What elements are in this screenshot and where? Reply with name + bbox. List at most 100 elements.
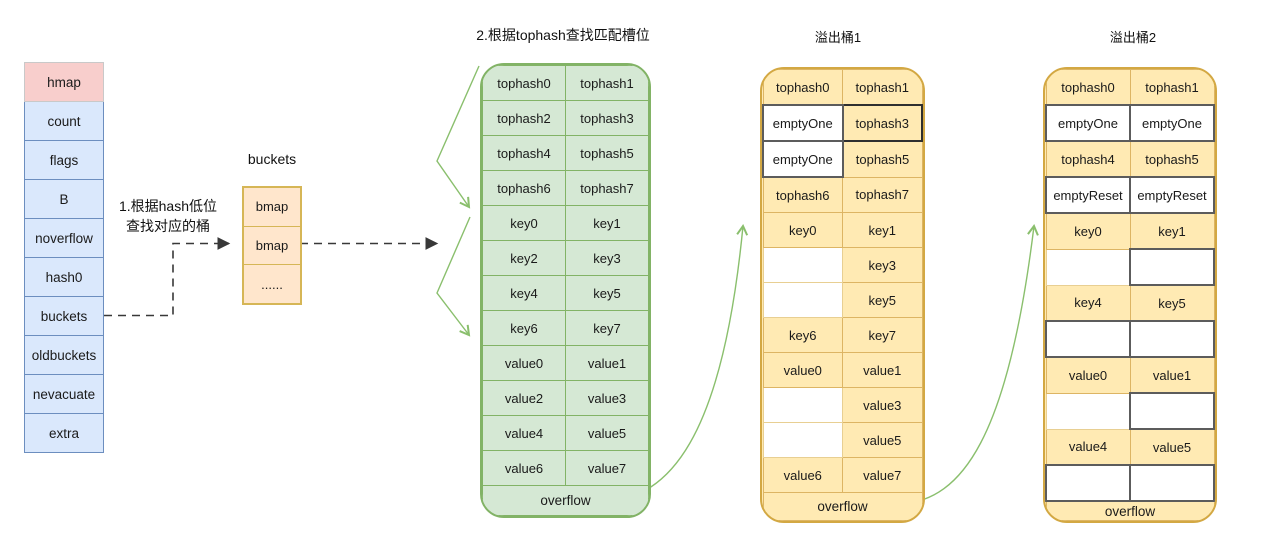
cell-B: B <box>24 179 104 219</box>
bucket-row: key5 <box>762 282 923 318</box>
cell-nevacuate: nevacuate <box>24 374 104 414</box>
cell-emptyOne: emptyOne <box>762 104 844 142</box>
step1-line1: 1.根据hash低位 <box>118 198 218 214</box>
cell-value1: value1 <box>1129 356 1215 394</box>
cell-key3: key3 <box>565 240 649 276</box>
bucket-row: bmap <box>243 187 301 227</box>
overflow-bucket1-title: 溢出桶1 <box>814 30 862 45</box>
cell-buckets: buckets <box>24 296 104 336</box>
cell-empty-slot <box>762 387 843 423</box>
cell-hash0: hash0 <box>24 257 104 297</box>
cell-tophash4: tophash4 <box>482 135 566 171</box>
bucket-row: oldbuckets <box>24 335 104 375</box>
cell-tophash2: tophash2 <box>482 100 566 136</box>
cell-value3: value3 <box>842 387 923 423</box>
cell-value5: value5 <box>842 422 923 458</box>
cell-tophash0: tophash0 <box>482 65 566 101</box>
cell-empty-slot <box>1045 392 1131 430</box>
bucket-row: count <box>24 101 104 141</box>
bucket-row <box>1045 248 1215 286</box>
cell-value4: value4 <box>482 415 566 451</box>
step1-annotation: 1.根据hash低位 查找对应的桶 <box>104 196 232 236</box>
cell-empty-slot <box>1129 392 1215 430</box>
bucket-row: overflow <box>1045 500 1215 521</box>
cell-value7: value7 <box>565 450 649 486</box>
bucket-row: ...... <box>243 264 301 304</box>
cell-overflow: overflow <box>1045 500 1215 521</box>
cell-empty-slot <box>1129 464 1215 502</box>
cell-value0: value0 <box>482 345 566 381</box>
bucket-row <box>1045 392 1215 430</box>
bucket-row: extra <box>24 413 104 453</box>
cell-value2: value2 <box>482 380 566 416</box>
bucket-row <box>1045 320 1215 358</box>
cell-key6: key6 <box>762 317 843 353</box>
cell-tophash1: tophash1 <box>565 65 649 101</box>
cell-empty-slot <box>762 422 843 458</box>
cell-value6: value6 <box>482 450 566 486</box>
cell-emptyReset: emptyReset <box>1045 176 1131 214</box>
cell-emptyReset: emptyReset <box>1129 176 1215 214</box>
cell-tophash5: tophash5 <box>1129 140 1215 178</box>
cell-value6: value6 <box>762 457 843 493</box>
cell-bmap: bmap <box>243 187 301 227</box>
bucket-row <box>1045 464 1215 502</box>
cell-key1: key1 <box>565 205 649 241</box>
cell-key5: key5 <box>1129 284 1215 322</box>
cell-bmap: bmap <box>243 225 301 266</box>
cell-tophash6: tophash6 <box>762 176 843 213</box>
cell-value1: value1 <box>565 345 649 381</box>
cell-......: ...... <box>243 264 301 304</box>
cell-key4: key4 <box>482 275 566 311</box>
cell-overflow: overflow <box>482 485 649 516</box>
cell-tophash4: tophash4 <box>1045 140 1131 178</box>
cell-extra: extra <box>24 413 104 453</box>
cell-flags: flags <box>24 140 104 180</box>
cell-tophash5: tophash5 <box>565 135 649 171</box>
bucket-row: B <box>24 179 104 219</box>
cell-key1: key1 <box>842 212 923 248</box>
step1-line2: 查找对应的桶 <box>126 218 210 234</box>
bucket-row: hmap <box>24 62 104 102</box>
cell-key1: key1 <box>1129 212 1215 250</box>
bucket-row: buckets <box>24 296 104 336</box>
bucket-row: value5 <box>762 422 923 458</box>
cell-empty-slot <box>1045 320 1131 358</box>
bucket-row: key3 <box>762 247 923 283</box>
cell-hmap: hmap <box>24 62 104 102</box>
cell-key5: key5 <box>565 275 649 311</box>
cell-emptyOne: emptyOne <box>762 140 844 178</box>
green-arrow-tophash-to-key <box>436 65 480 209</box>
cell-key4: key4 <box>1045 284 1131 322</box>
bucket-row: hash0 <box>24 257 104 297</box>
cell-value5: value5 <box>565 415 649 451</box>
cell-tophash3: tophash3 <box>841 104 923 142</box>
